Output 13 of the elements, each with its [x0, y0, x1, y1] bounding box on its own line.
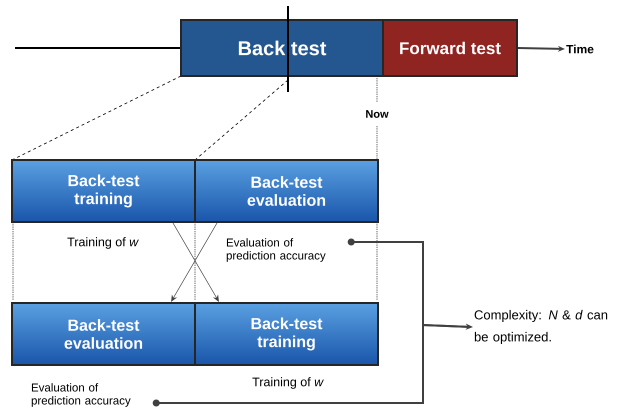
timeline-box: Forward test: [382, 19, 518, 77]
phase-box: Back-test training: [194, 302, 379, 366]
now-label: Now: [366, 110, 389, 118]
result-text: Complexity: N & d can be optimized.: [474, 310, 608, 344]
note-text: Evaluation of prediction accuracy: [226, 238, 326, 262]
timeline-box: Back test: [180, 19, 384, 77]
axis-label: Time: [566, 44, 594, 54]
phase-box: Back-test evaluation: [194, 159, 379, 223]
caption-text: Training of w: [67, 237, 139, 249]
phase-box: Back-test evaluation: [11, 302, 196, 366]
caption-text: Training of w: [252, 377, 324, 389]
note-text: Evaluation of prediction accuracy: [32, 383, 131, 407]
phase-box: Back-test training: [11, 159, 196, 223]
